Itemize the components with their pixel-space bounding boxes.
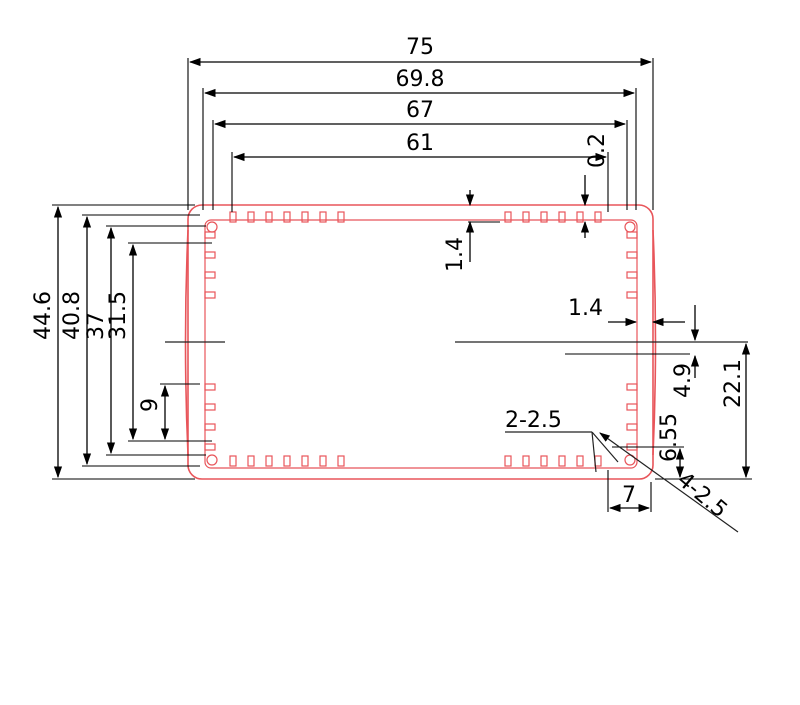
inner-cavity xyxy=(204,219,638,469)
rib-slot xyxy=(626,403,638,411)
rib-slot xyxy=(540,455,548,467)
rib-slot xyxy=(204,251,216,259)
rib-slot xyxy=(301,455,309,467)
screw-boss xyxy=(206,221,218,233)
rib-slot xyxy=(204,403,216,411)
label-1-4-right: 1.4 xyxy=(568,296,603,321)
top-dimensions: 75 69.8 67 61 0.2 1.4 xyxy=(187,35,654,272)
rib-slot xyxy=(229,455,237,467)
rib-slot xyxy=(204,231,216,239)
label-67: 67 xyxy=(406,98,434,123)
rib-slot xyxy=(319,455,327,467)
rib-slot xyxy=(504,211,512,223)
label-37: 37 xyxy=(84,312,109,340)
rib-slot xyxy=(265,211,273,223)
rib-slot xyxy=(204,443,216,451)
rib-slot xyxy=(558,455,566,467)
rib-slot xyxy=(626,271,638,279)
rib-slot xyxy=(204,423,216,431)
rib-slot xyxy=(558,211,566,223)
rib-slot xyxy=(229,211,237,223)
screw-boss xyxy=(206,454,218,466)
rib-slot xyxy=(265,455,273,467)
rib-slot xyxy=(540,211,548,223)
label-75: 75 xyxy=(406,35,434,60)
rib-slot xyxy=(204,291,216,299)
rib-slot xyxy=(626,423,638,431)
rib-pattern xyxy=(204,211,638,467)
label-1-4-top: 1.4 xyxy=(443,237,468,272)
rib-slot xyxy=(626,383,638,391)
rib-slot xyxy=(204,271,216,279)
rib-slot xyxy=(594,211,602,223)
label-2-2-5: 2-2.5 xyxy=(505,408,562,433)
rib-slot xyxy=(247,455,255,467)
rib-slot xyxy=(626,231,638,239)
rib-slot xyxy=(594,455,602,467)
label-22-1: 22.1 xyxy=(721,359,746,408)
rib-slot xyxy=(204,383,216,391)
left-dimensions: 44.6 40.8 37 31.5 9 xyxy=(31,204,225,480)
right-dimensions: 1.4 4.9 22.1 6.55 7 2-2.5 4-2.5 xyxy=(455,296,752,533)
rib-slot xyxy=(283,455,291,467)
rib-slot xyxy=(626,291,638,299)
label-7: 7 xyxy=(622,483,636,508)
rib-slot xyxy=(283,211,291,223)
screw-boss xyxy=(624,221,636,233)
label-61: 61 xyxy=(406,131,434,156)
leader-4-2-5 xyxy=(599,432,739,533)
rib-slot xyxy=(522,455,530,467)
label-4-2-5: 4-2.5 xyxy=(672,467,732,523)
rib-slot xyxy=(626,251,638,259)
label-44-6: 44.6 xyxy=(31,291,56,340)
rib-slot xyxy=(319,211,327,223)
rib-slot xyxy=(337,211,345,223)
rib-slot xyxy=(504,455,512,467)
label-6-55: 6.55 xyxy=(657,413,682,462)
rib-slot xyxy=(337,455,345,467)
rib-slot xyxy=(247,211,255,223)
enclosure-profile xyxy=(184,204,657,480)
label-4-9: 4.9 xyxy=(671,363,696,398)
label-40-8: 40.8 xyxy=(60,291,85,340)
label-0-2: 0.2 xyxy=(585,133,610,168)
rib-slot xyxy=(576,211,584,223)
label-31-5: 31.5 xyxy=(106,291,131,340)
rib-slot xyxy=(576,455,584,467)
rib-slot xyxy=(301,211,309,223)
label-9: 9 xyxy=(138,398,163,412)
rib-slot xyxy=(522,211,530,223)
label-69-8: 69.8 xyxy=(396,67,445,92)
